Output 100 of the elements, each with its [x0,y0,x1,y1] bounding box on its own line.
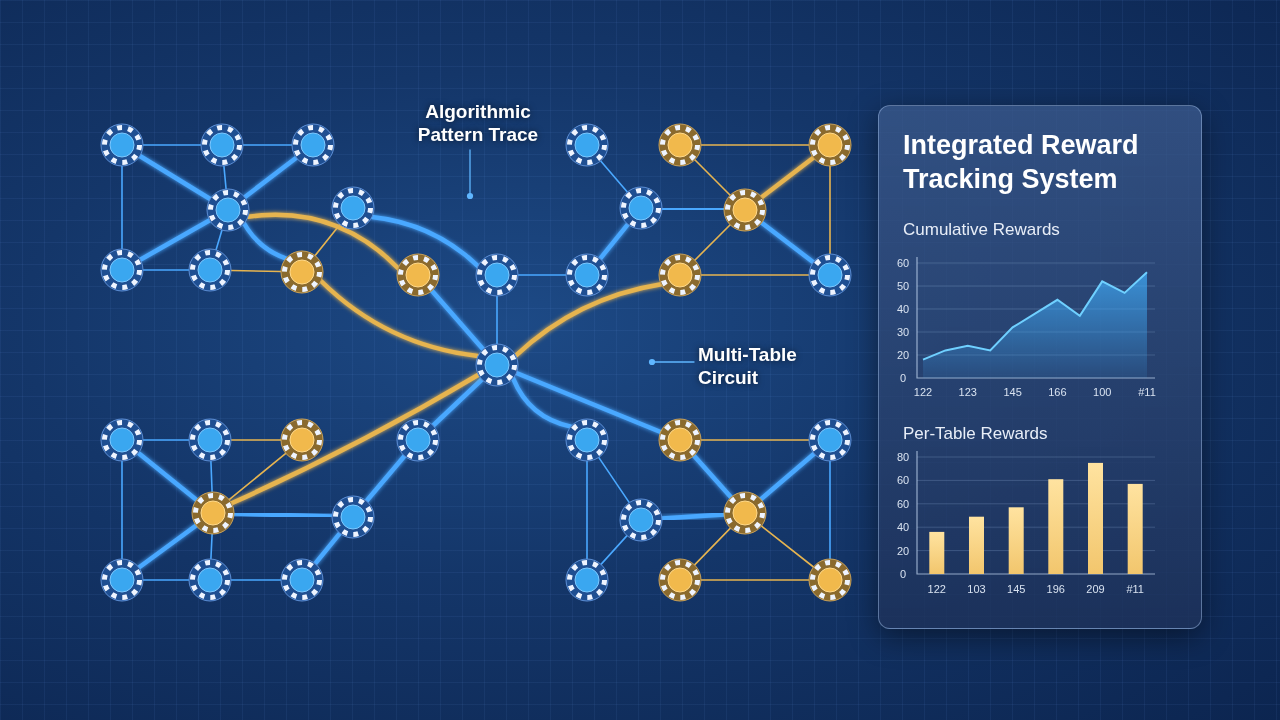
bar [1127,483,1143,574]
connector-line [759,155,816,200]
connector-line [829,460,831,560]
connector-line [210,460,213,493]
connector-line [700,579,810,581]
axis-tick-label: 103 [967,583,986,595]
axis-tick-label: 80 [896,451,910,463]
axis-tick-label: 40 [896,303,910,315]
poker-chip [331,495,375,539]
bar [1008,507,1024,574]
annotation-label: Multi-Table Circuit [698,343,818,389]
axis-tick-label: 0 [899,372,907,384]
poker-chip [280,250,324,294]
axis-tick-label: 20 [896,349,910,361]
bar [969,516,984,574]
connector-line [230,579,282,581]
connector-line [242,155,299,200]
connector-line [121,165,123,250]
chart-title: Per-Table Rewards [903,424,1048,444]
poker-chip [396,253,440,297]
poker-chip [188,418,232,462]
panel-title: Integrated Reward Tracking System [903,129,1140,196]
connector-line [210,533,213,560]
connector-line [230,269,282,273]
poker-chip [280,418,324,462]
axis-tick-label: 123 [958,386,977,398]
connector-line [514,370,663,435]
connector-line [136,523,199,570]
axis-tick-label: 60 [896,497,910,510]
connector-line [700,144,810,146]
connector-line [242,144,293,146]
axis-tick-label: 20 [896,544,910,557]
poker-chip [808,123,852,167]
connector-line [597,222,631,261]
axis-tick-label: 50 [896,280,910,292]
axis-tick-label: 166 [1048,386,1067,398]
connector-line [694,159,731,196]
connector-line [758,451,817,502]
axis-tick-label: 30 [896,326,910,338]
poker-chip [619,186,663,230]
connector-line [228,452,287,501]
connector-line [312,531,343,566]
poker-chip [658,558,702,602]
axis-tick-label: 60 [896,257,910,269]
poker-chip [658,418,702,462]
poker-chip [100,248,144,292]
connector-line [230,439,282,441]
leader-line [466,149,474,200]
axis-tick-label: 145 [1003,386,1022,398]
poker-chip [331,186,375,230]
connector-line [700,439,810,441]
poker-chip [808,418,852,462]
poker-chip [808,558,852,602]
connector-line [700,274,810,276]
axis-tick-label: #11 [1138,386,1156,398]
leader-line [648,358,695,366]
poker-chip [723,188,767,232]
connector-line [600,534,628,566]
annotation-label: Algorithmic Pattern Trace [408,100,548,146]
poker-chip [188,558,232,602]
poker-chip [191,491,235,535]
connector-line [694,224,731,261]
connector-line [597,456,631,504]
chart-title: Cumulative Rewards [903,220,1060,240]
axis-tick-label: 60 [896,474,910,487]
connector-line [142,439,190,441]
connector-line [364,453,407,504]
connector-line [496,295,498,345]
connector-line [142,144,202,146]
poker-chip [808,253,852,297]
poker-chip [188,248,232,292]
poker-chip [565,253,609,297]
poker-chip [565,418,609,462]
poker-chip [100,418,144,462]
poker-chip [565,123,609,167]
bar [929,531,945,574]
connector-line [586,460,588,560]
bar [1088,462,1103,574]
axis-tick-label: 40 [896,521,910,534]
connector-line [429,288,486,352]
poker-chip [200,123,244,167]
poker-chip [658,123,702,167]
axis-tick-label: 0 [899,568,907,580]
connector-line [229,372,481,506]
connector-line [215,229,223,251]
axis-tick-label: 145 [1007,583,1026,595]
connector-line [829,165,831,255]
poker-chip [206,188,250,232]
poker-chip [396,418,440,462]
connector-line [121,460,123,560]
connector-line [693,527,732,566]
dashboard-panel [878,105,1202,629]
connector-line [517,274,567,276]
connector-line [691,453,734,500]
poker-chip [723,491,767,535]
poker-chip [291,123,335,167]
poker-chip [100,123,144,167]
bar [1048,479,1064,574]
connector-line [241,221,289,261]
poker-chip [658,253,702,297]
